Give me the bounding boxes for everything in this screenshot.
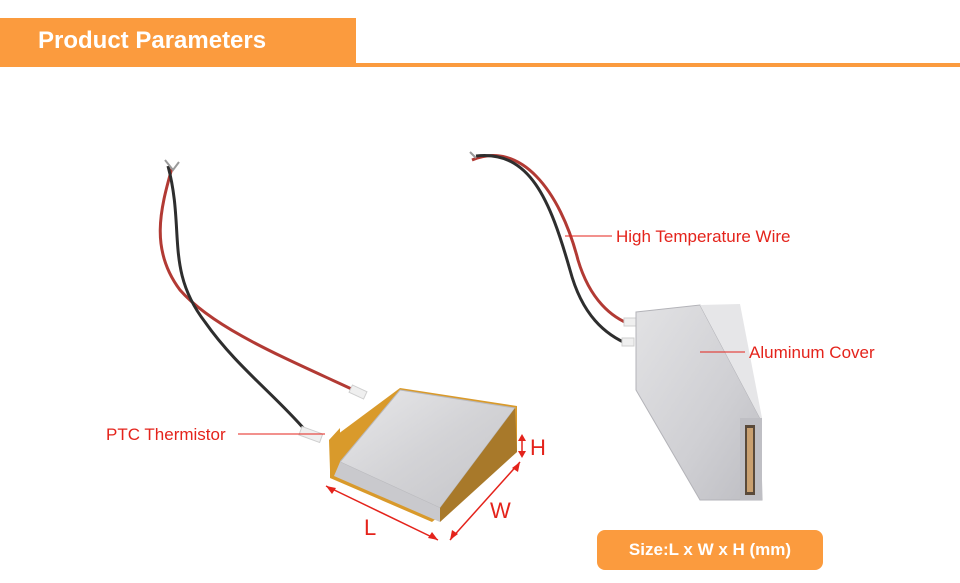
right-heater-body <box>635 304 763 501</box>
label-ptc-thermistor: PTC Thermistor <box>106 425 226 444</box>
dimension-label-width: W <box>490 498 511 523</box>
size-badge-text: Size:L x W x H (mm) <box>628 540 792 559</box>
right-heater-wires <box>469 151 637 347</box>
section-title: Product Parameters <box>38 27 267 54</box>
dimension-arrow-width <box>449 461 521 541</box>
label-high-temperature-wire: High Temperature Wire <box>616 227 790 246</box>
size-badge: Size:L x W x H (mm) <box>597 530 823 570</box>
label-aluminum-cover: Aluminum Cover <box>749 343 875 362</box>
left-heater-body <box>329 388 517 522</box>
section-header-tab: Product Parameters <box>0 18 356 64</box>
dimension-arrow-height <box>518 434 526 458</box>
dimension-arrow-length <box>325 485 439 541</box>
dimension-label-height: H <box>530 435 546 460</box>
header-divider <box>0 63 960 67</box>
dimension-label-length: L <box>364 515 376 540</box>
left-heater-wires <box>158 159 368 444</box>
